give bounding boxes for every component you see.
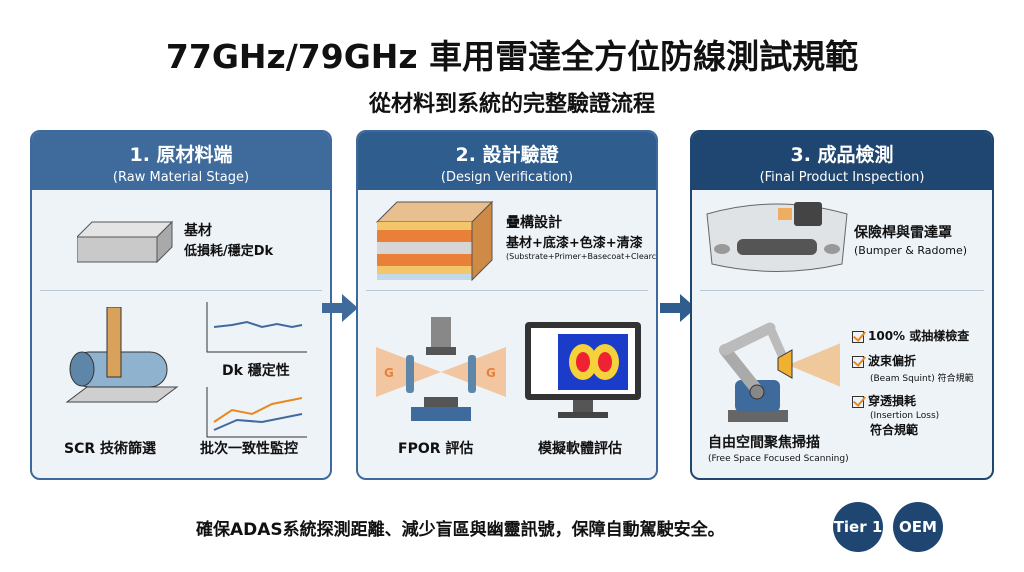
arrow-right-icon <box>660 294 696 322</box>
check-item: 100% 或抽樣檢查 <box>852 327 992 344</box>
check-item: 穿透損耗 <box>852 392 992 409</box>
scr-label: SCR 技術篩選 <box>64 441 157 457</box>
batch-label: 批次一致性監控 <box>200 441 298 457</box>
substrate-label: 基材 <box>184 223 212 239</box>
stack-sub: 基材+底漆+色漆+清漆 <box>506 236 643 251</box>
badge-oem: OEM <box>893 502 943 552</box>
dk-stability-label: Dk 穩定性 <box>222 363 290 379</box>
panel-title: 2. 設計驗證 <box>455 144 559 166</box>
panel-header: 1. 原材料端 (Raw Material Stage) <box>32 132 330 190</box>
bumper-en: (Bumper & Radome) <box>854 244 967 257</box>
fpor-fixture-icon: G G <box>376 317 506 421</box>
panel-final-inspection: 3. 成品檢測 (Final Product Inspection) 保險桿與雷… <box>690 130 994 480</box>
sim-label: 模擬軟體評估 <box>538 441 622 457</box>
checkbox-checked-icon <box>852 330 864 343</box>
panel-subtitle: (Design Verification) <box>440 170 574 185</box>
badge-tier1: Tier 1 <box>833 502 883 552</box>
footer-text: 確保ADAS系統探測距離、減少盲區與幽靈訊號，保障自動駕駛安全。 <box>196 520 725 540</box>
stack-en: (Substrate+Primer+Basecoat+Clearcoat) <box>506 252 658 261</box>
panel-header: 2. 設計驗證 (Design Verification) <box>358 132 656 190</box>
checkbox-checked-icon <box>852 355 864 368</box>
simulation-monitor-icon <box>525 322 641 418</box>
scan-en: (Free Space Focused Scanning) <box>708 454 849 464</box>
panel-subtitle: (Final Product Inspection) <box>759 170 925 185</box>
check-title: 波束偏折 <box>868 354 917 368</box>
scan-label: 自由空間聚焦掃描 <box>708 435 820 451</box>
checklist: 100% 或抽樣檢查 波束偏折 (Beam Squint) 符合規範 穿透損耗 … <box>852 327 992 438</box>
check-title: 100% 或抽樣檢查 <box>868 329 970 343</box>
bumper-radar-icon <box>706 202 848 272</box>
panel-title: 1. 原材料端 <box>129 144 233 166</box>
divider <box>700 290 984 291</box>
svg-text:G: G <box>486 366 496 380</box>
bumper-label: 保險桿與雷達罩 <box>854 225 952 241</box>
substrate-block-icon <box>77 220 174 264</box>
check-title: 穿透損耗 <box>868 394 917 408</box>
fpor-label: FPOR 評估 <box>398 441 474 457</box>
page-title: 77GHz/79GHz 車用雷達全方位防線測試規範 <box>165 37 859 76</box>
checkbox-checked-icon <box>852 395 864 408</box>
panel-header: 3. 成品檢測 (Final Product Inspection) <box>692 132 992 190</box>
scr-fixture-icon <box>65 307 179 403</box>
arrow-right-icon <box>322 294 358 322</box>
panel-design-verification: 2. 設計驗證 (Design Verification) 疊構設計 基材+底漆… <box>356 130 658 480</box>
layer-stack-icon <box>375 200 494 282</box>
panel-raw-material: 1. 原材料端 (Raw Material Stage) 基材 低損耗/穩定Dk… <box>30 130 332 480</box>
panel-title: 3. 成品檢測 <box>790 144 894 166</box>
dk-stability-chart-icon <box>206 302 307 353</box>
divider <box>366 290 648 291</box>
check-sub: (Beam Squint) 符合規範 <box>870 374 974 384</box>
batch-chart-icon <box>206 387 307 438</box>
check-sub: 符合規範 <box>870 423 919 437</box>
page-subtitle: 從材料到系統的完整驗證流程 <box>368 92 655 117</box>
svg-text:G: G <box>384 366 394 380</box>
robot-arm-icon <box>719 322 840 422</box>
stack-label: 疊構設計 <box>506 215 562 231</box>
divider <box>40 290 322 291</box>
substrate-sub: 低損耗/穩定Dk <box>184 244 274 259</box>
panel-subtitle: (Raw Material Stage) <box>112 170 250 185</box>
check-item: 波束偏折 <box>852 352 992 369</box>
check-sub: (Insertion Loss) <box>870 411 940 421</box>
